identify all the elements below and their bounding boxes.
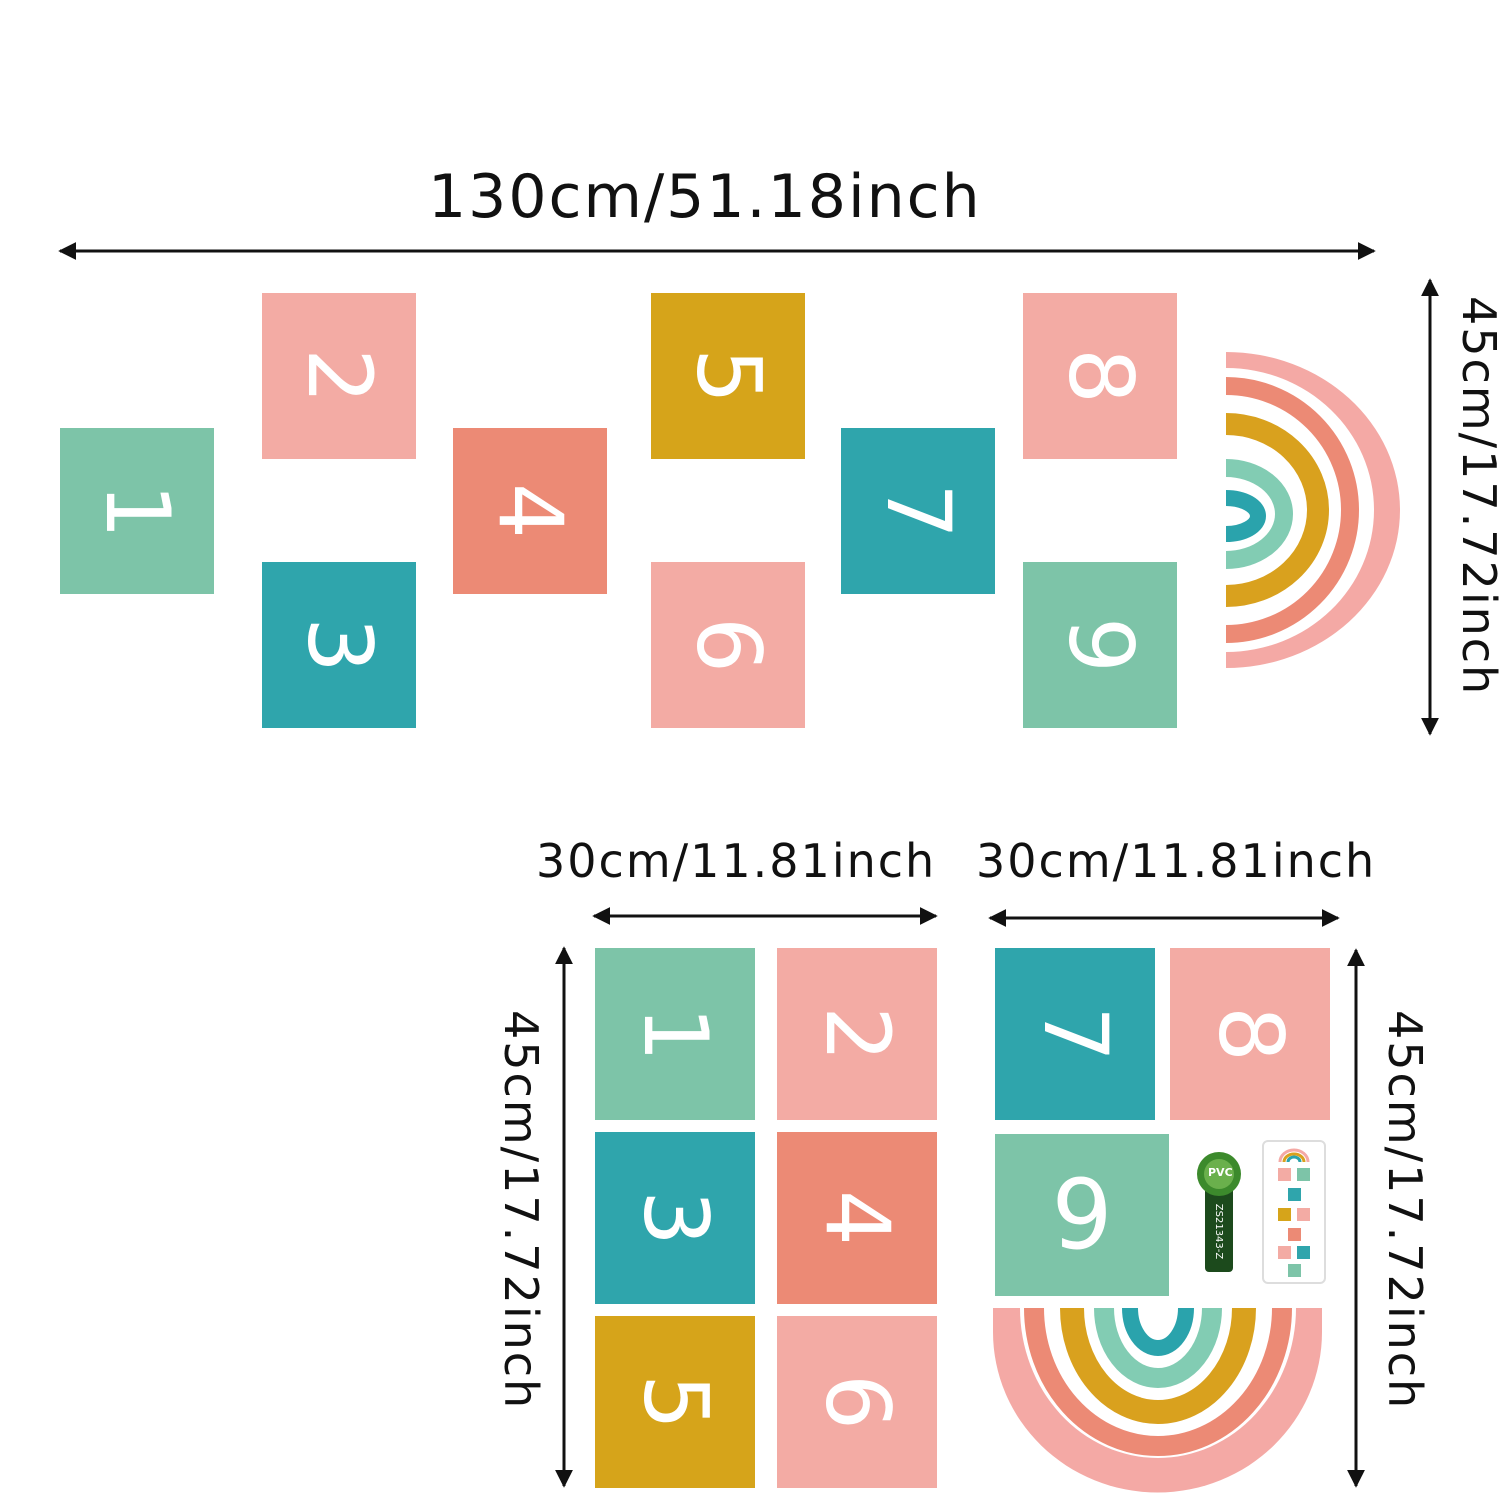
top-tile-8: 8: [1023, 293, 1177, 459]
top-tile-3: 3: [262, 562, 416, 728]
preview-graphic: [1278, 1148, 1310, 1277]
sheet1-height-label: 45cm/17.72inch: [494, 1010, 548, 1411]
top-tile-6: 6: [651, 562, 805, 728]
badge-label: PVC: [1208, 1166, 1233, 1179]
top-tile-4: 4: [453, 428, 607, 594]
sheet2-tile-8: 8: [1170, 948, 1330, 1120]
sheet1-tile-1: 1: [595, 948, 755, 1120]
certification-badge-icon: [1197, 1152, 1241, 1272]
top-tile-1: 1: [60, 428, 214, 594]
badge-code: ZS21343-Z: [1213, 1203, 1225, 1260]
tile-number: 9: [1051, 1159, 1113, 1271]
top-tile-5: 5: [651, 293, 805, 459]
sheet2-width-label: 30cm/11.81inch: [976, 834, 1377, 888]
sheet1-tile-3: 3: [595, 1132, 755, 1304]
top-rainbow-icon: [1225, 352, 1400, 668]
top-tile-9: 9: [1023, 562, 1177, 728]
sheet1-tile-5: 5: [595, 1316, 755, 1488]
total-width-label: 130cm/51.18inch: [428, 162, 982, 232]
sheet1-tile-2: 2: [777, 948, 937, 1120]
sheet2-height-label: 45cm/17.72inch: [1378, 1010, 1432, 1411]
top-tile-7: 7: [841, 428, 995, 594]
top-tile-2: 2: [262, 293, 416, 459]
total-height-label: 45cm/17.72inch: [1452, 296, 1500, 697]
bottom-rainbow-icon: [993, 1307, 1322, 1493]
sheet1-tile-6: 6: [777, 1316, 937, 1488]
sheet2-tile-7: 7: [995, 948, 1155, 1120]
sheet1-tile-4: 4: [777, 1132, 937, 1304]
hopscotch-preview-icon: [1262, 1140, 1326, 1284]
sheet2-tile-9: 9: [995, 1134, 1169, 1296]
sheet1-width-label: 30cm/11.81inch: [536, 834, 937, 888]
